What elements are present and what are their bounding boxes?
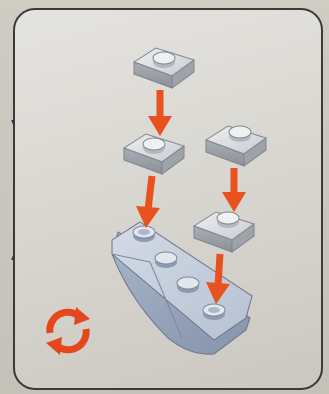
plate-1x1-top-right [206,126,266,166]
down-arrow [148,90,172,136]
down-arrow [136,176,160,228]
rotate-icon [40,303,96,359]
plate-1x1-middle-left [124,134,184,174]
base-stud [177,277,199,293]
plate-1x1-top-left [134,48,194,88]
base-stud [155,252,177,268]
down-arrow [222,168,246,212]
base-stud [203,304,225,320]
base-stud [133,226,155,242]
plate-1x1-middle-right [194,212,254,252]
